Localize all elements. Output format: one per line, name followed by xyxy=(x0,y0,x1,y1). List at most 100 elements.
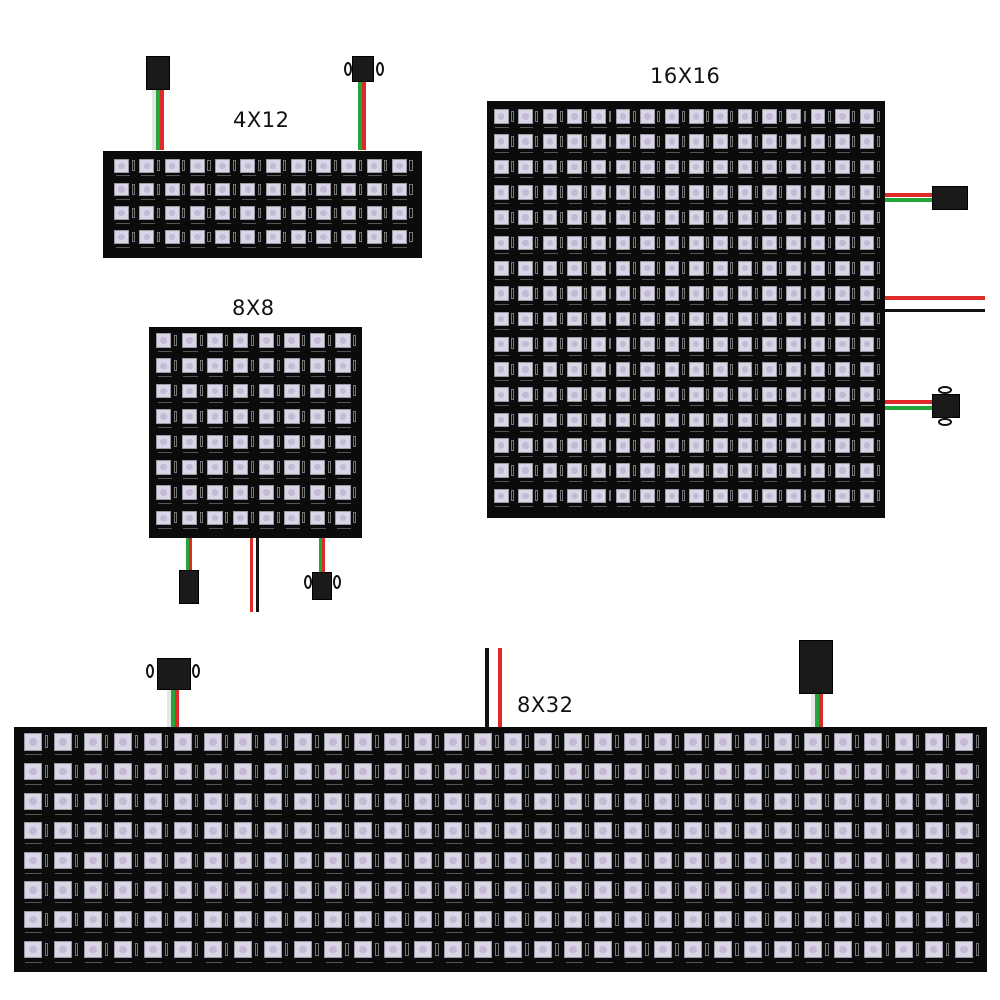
panel-label-8x32: 8X32 xyxy=(517,693,574,717)
led-pixel xyxy=(921,761,951,791)
led-pixel xyxy=(230,731,260,761)
led-pixel xyxy=(531,909,561,939)
led-pixel xyxy=(784,360,808,385)
led-pixel xyxy=(589,234,613,259)
led-pixel xyxy=(710,360,734,385)
led-pixel xyxy=(759,411,783,436)
led-pixel xyxy=(801,761,831,791)
led-pixel xyxy=(711,850,741,880)
led-pixel xyxy=(771,850,801,880)
led-pixel xyxy=(564,158,588,183)
led-pixel xyxy=(831,938,861,968)
led-pixel xyxy=(111,157,136,181)
led-pixel xyxy=(735,259,759,284)
led-pixel xyxy=(470,820,500,850)
led-pixel xyxy=(857,335,881,360)
led-pixel xyxy=(200,909,230,939)
led-pixel xyxy=(891,879,921,909)
led-pixel xyxy=(564,107,588,132)
led-pixel xyxy=(540,259,564,284)
led-pixel xyxy=(440,820,470,850)
led-pixel xyxy=(263,157,288,181)
led-pixel xyxy=(80,790,110,820)
led-pixel xyxy=(891,790,921,820)
led-pixel xyxy=(686,335,710,360)
led-pixel xyxy=(204,433,230,458)
led-pixel xyxy=(759,132,783,157)
led-pixel xyxy=(410,850,440,880)
led-pixel xyxy=(832,411,856,436)
led-pixel xyxy=(589,284,613,309)
led-pixel xyxy=(256,407,282,432)
led-pixel xyxy=(891,820,921,850)
led-pixel xyxy=(561,790,591,820)
led-pixel xyxy=(711,909,741,939)
led-pixel xyxy=(501,820,531,850)
led-pixel xyxy=(662,411,686,436)
led-pixel xyxy=(110,790,140,820)
led-pixel xyxy=(320,731,350,761)
led-pixel xyxy=(801,731,831,761)
led-pixel xyxy=(686,259,710,284)
led-pixel xyxy=(364,228,389,252)
led-pixel xyxy=(741,790,771,820)
led-pixel xyxy=(710,335,734,360)
led-pixel xyxy=(281,356,307,381)
led-pixel xyxy=(711,938,741,968)
led-pixel xyxy=(531,790,561,820)
led-pixel xyxy=(857,158,881,183)
led-pixel xyxy=(515,259,539,284)
led-pixel xyxy=(831,790,861,820)
led-pixel xyxy=(564,411,588,436)
led-pixel xyxy=(637,284,661,309)
led-pixel xyxy=(861,850,891,880)
led-pixel xyxy=(491,360,515,385)
led-pixel xyxy=(288,157,313,181)
led-pixel xyxy=(200,731,230,761)
led-pixel xyxy=(651,731,681,761)
led-pixel xyxy=(662,487,686,512)
led-pixel xyxy=(591,850,621,880)
led-pixel xyxy=(832,234,856,259)
led-pixel xyxy=(440,790,470,820)
led-pixel xyxy=(110,879,140,909)
led-pixel xyxy=(759,335,783,360)
led-pixel xyxy=(801,879,831,909)
led-pixel xyxy=(637,385,661,410)
led-pixel xyxy=(179,433,205,458)
led-pixel xyxy=(230,879,260,909)
led-pixel xyxy=(153,433,179,458)
led-pixel xyxy=(230,407,256,432)
led-pixel xyxy=(564,385,588,410)
led-pixel xyxy=(861,909,891,939)
connector-male-icon xyxy=(179,570,199,604)
led-pixel xyxy=(230,850,260,880)
led-pixel xyxy=(591,820,621,850)
led-pixel xyxy=(861,879,891,909)
led-pixel xyxy=(320,761,350,791)
led-pixel xyxy=(759,183,783,208)
led-pixel xyxy=(263,205,288,229)
led-pixel xyxy=(710,487,734,512)
led-pixel xyxy=(741,850,771,880)
led-pixel xyxy=(260,820,290,850)
led-pixel xyxy=(200,761,230,791)
led-pixel xyxy=(20,790,50,820)
led-pixel xyxy=(260,731,290,761)
led-pixel xyxy=(686,158,710,183)
led-pixel xyxy=(260,938,290,968)
led-pixel xyxy=(501,731,531,761)
led-pixel xyxy=(170,820,200,850)
led-pixel xyxy=(801,850,831,880)
connector-female-icon xyxy=(932,394,960,418)
led-pixel xyxy=(681,731,711,761)
led-pixel xyxy=(808,487,832,512)
led-pixel xyxy=(290,820,320,850)
led-pixel xyxy=(364,181,389,205)
led-pixel xyxy=(662,132,686,157)
led-pixel xyxy=(230,356,256,381)
led-pixel xyxy=(735,335,759,360)
led-pixel xyxy=(200,790,230,820)
led-pixel xyxy=(410,761,440,791)
led-pixel xyxy=(771,790,801,820)
